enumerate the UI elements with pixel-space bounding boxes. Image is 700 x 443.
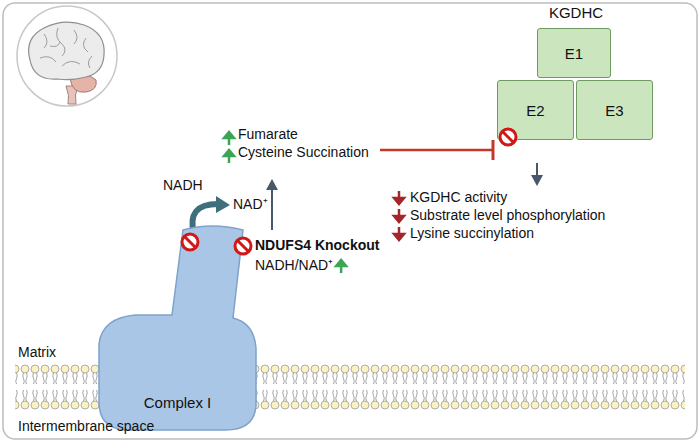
complex-i-shape: Complex I (95, 222, 260, 434)
green-up-arrow (336, 260, 346, 273)
no-sign (235, 238, 251, 254)
arrow-head (266, 179, 278, 190)
brain-folds (40, 28, 92, 68)
arrow-head (216, 196, 230, 213)
effect-label: Lysine succinylation (410, 225, 534, 242)
inhibition-end (492, 140, 495, 160)
no-sign-slash (238, 241, 249, 252)
increase-arrows (224, 132, 234, 163)
molecule-label: NADH (163, 177, 203, 194)
measured-marks (336, 260, 346, 273)
no-sign-circle (235, 238, 251, 254)
inhibition-line (380, 149, 492, 152)
complex-label: Complex I (95, 394, 260, 411)
enzyme-subunit: E2 (497, 80, 574, 140)
arrow-shaft (271, 188, 273, 230)
subunit-label: E3 (605, 102, 623, 119)
metabolite-label: Fumarate (238, 126, 298, 143)
ratio-label: NADH/NAD⁺ (255, 257, 333, 274)
arrow-head (531, 175, 543, 186)
no-sign (500, 129, 516, 145)
mitochondrion-border (3, 3, 697, 439)
effect-label: Substrate level phosphorylation (410, 207, 605, 224)
enzyme-subunit: E3 (576, 80, 653, 140)
no-sign-circle (182, 234, 198, 250)
icon-circle (17, 6, 117, 106)
enzyme-subunit: E1 (537, 28, 611, 78)
subunit-label: E2 (526, 102, 544, 119)
no-sign (182, 234, 198, 250)
no-sign-slash (503, 132, 514, 143)
red-down-arrow (394, 191, 404, 204)
brain-icon (17, 6, 117, 106)
cerebrum (29, 22, 105, 80)
green-up-arrow (224, 150, 234, 163)
up-arrow (266, 179, 278, 230)
molecule-label: NAD⁺ (233, 196, 268, 213)
modification-label: Cysteine Succination (238, 144, 369, 161)
subunit-label: E1 (565, 45, 583, 62)
green-up-arrow (224, 132, 234, 145)
no-sign-slash (185, 237, 196, 248)
no-sign-circle (500, 129, 516, 145)
complex-heading: KGDHC (497, 4, 655, 21)
effect-label: KGDHC activity (410, 189, 507, 206)
arrow-shaft (536, 163, 538, 176)
decrease-arrows (394, 191, 404, 240)
region-label: Matrix (18, 344, 56, 361)
inhibition-bar (380, 140, 493, 160)
enzyme-complex-group: E1E2 E3 KGDHC (497, 4, 655, 142)
region-label: Intermembrane space (18, 418, 154, 435)
red-down-arrow (394, 227, 404, 240)
knockout-label: NDUFS4 Knockout (255, 237, 379, 254)
down-arrow (531, 163, 543, 186)
red-down-arrow (394, 209, 404, 222)
